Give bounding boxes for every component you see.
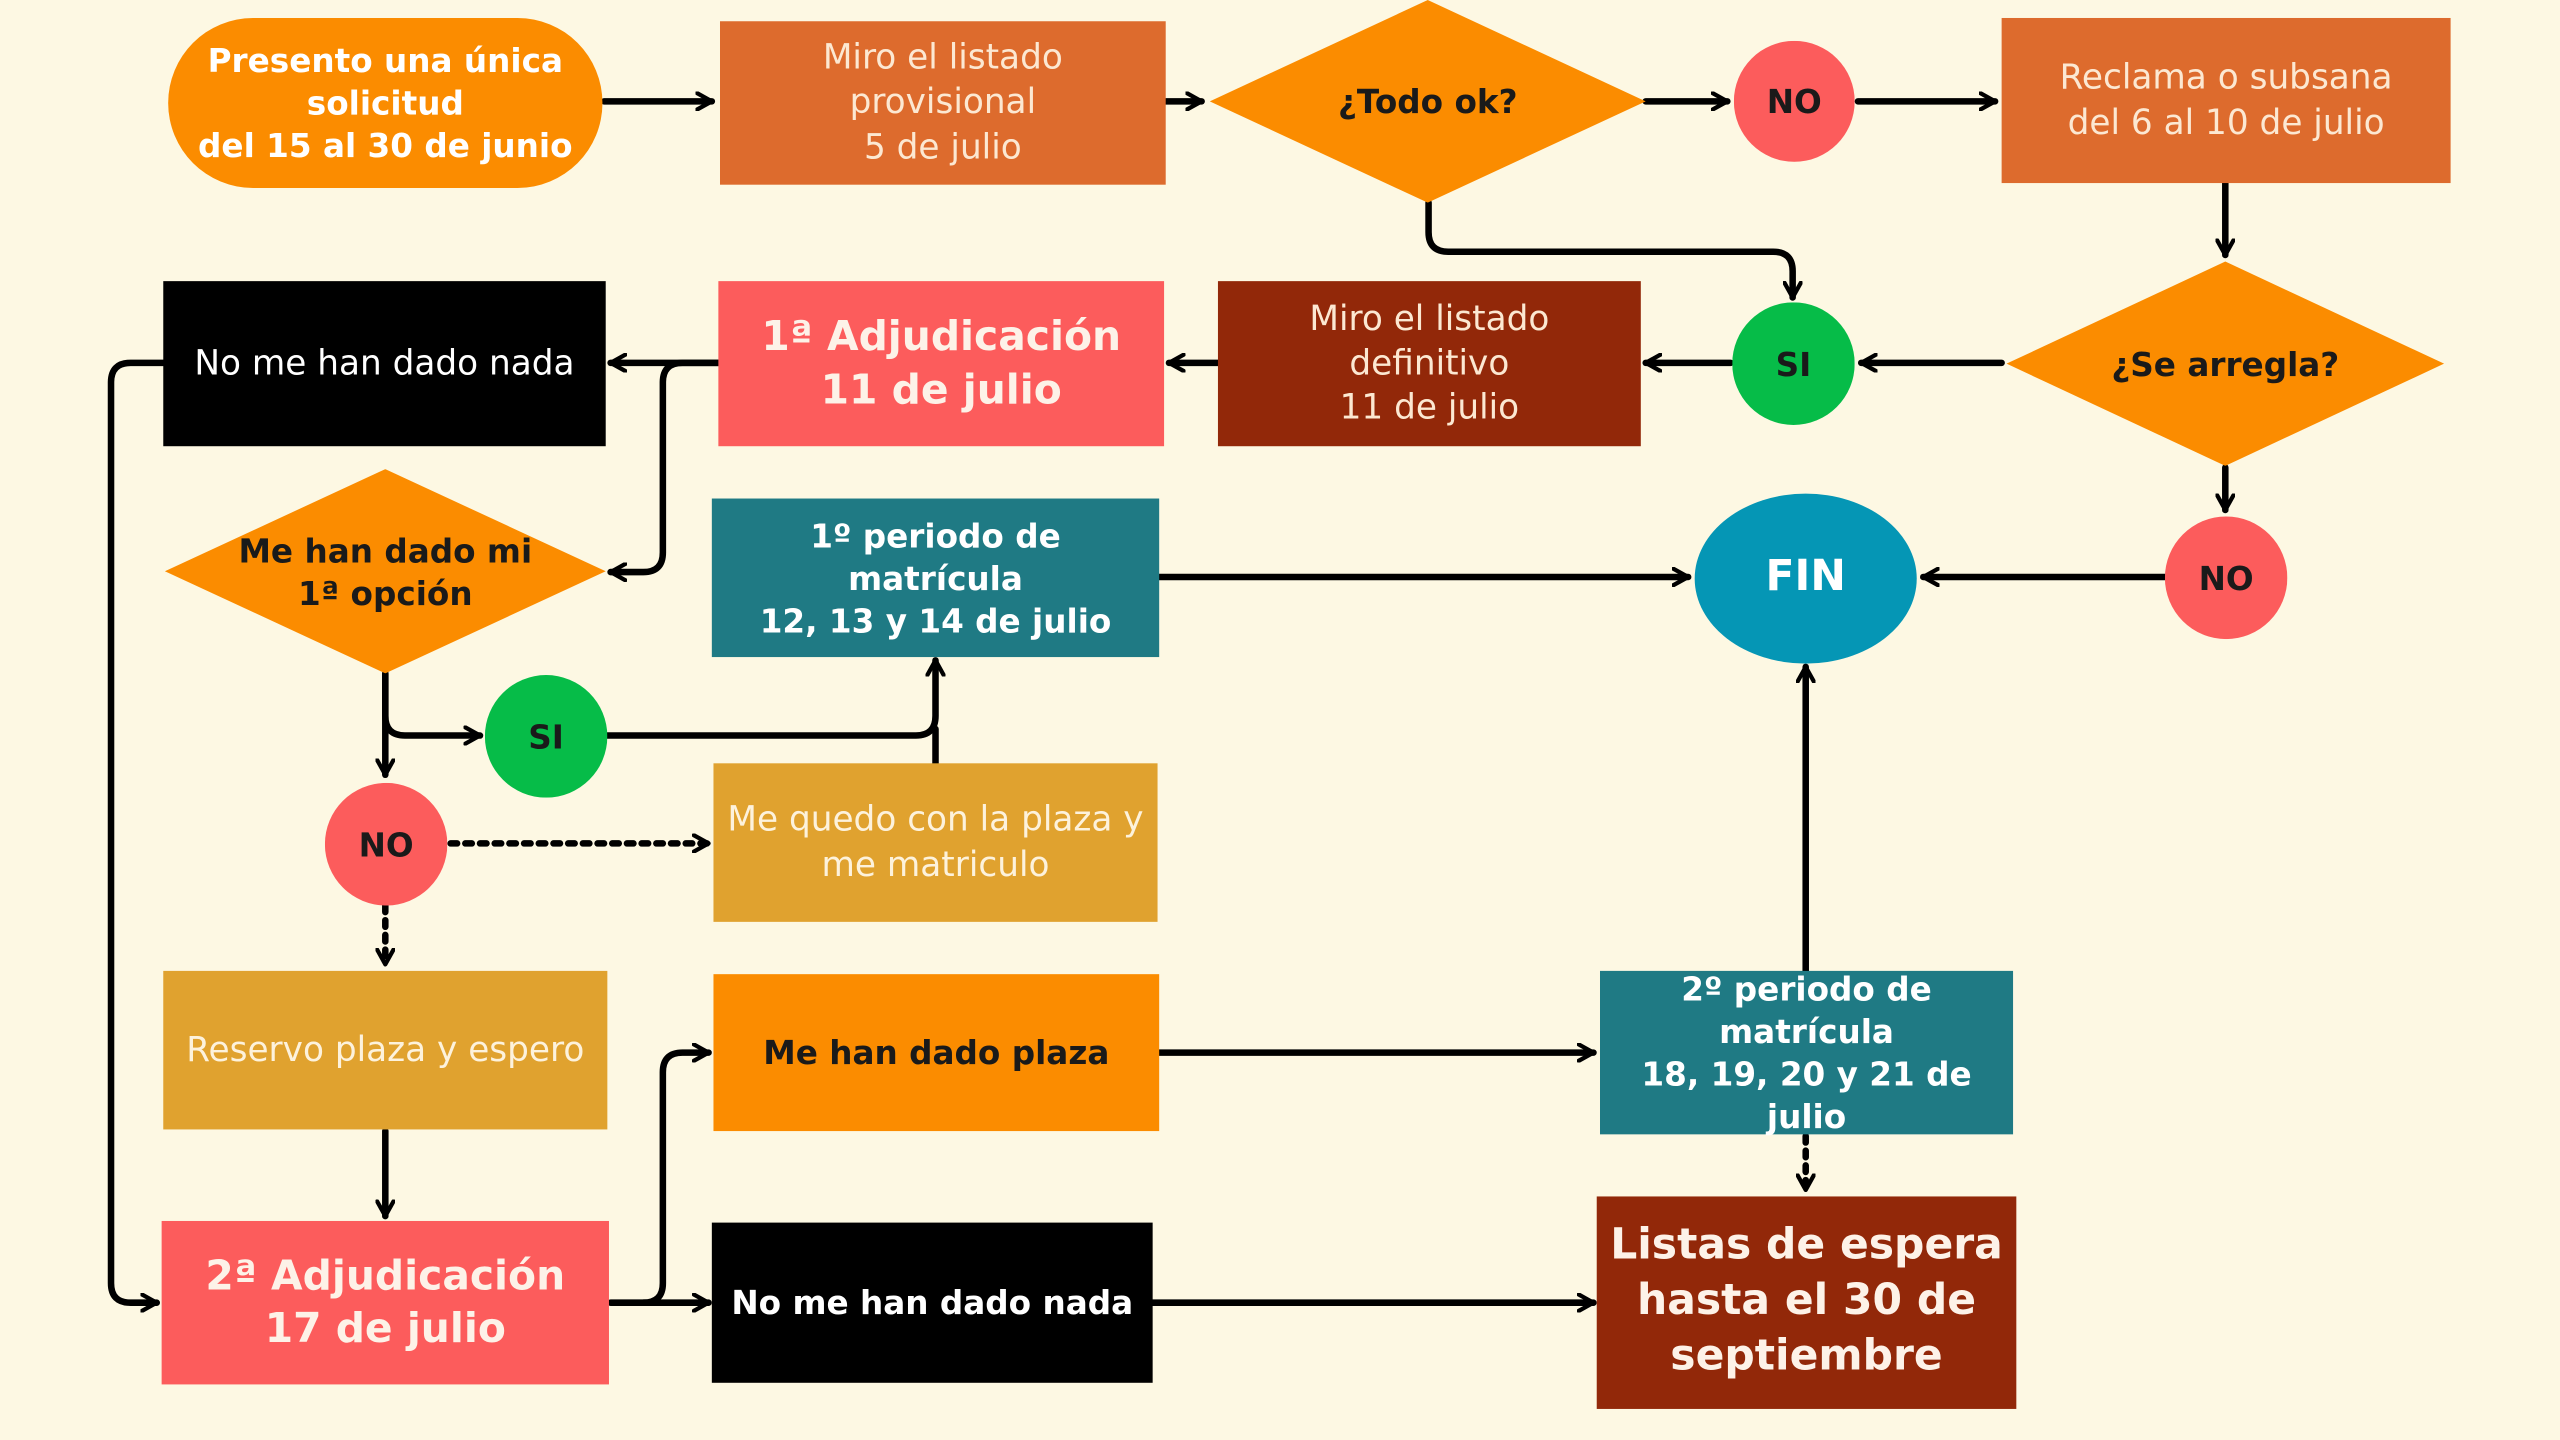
fin-node: FIN (1694, 493, 1917, 664)
adjudicacion-2-node: 2ª Adjudicación 17 de julio (161, 1220, 609, 1385)
todo-ok-label: ¿Todo ok? (1337, 81, 1518, 121)
no-me-han-dado-nada-1: No me han dado nada (163, 281, 606, 447)
se-arregla-label: ¿Se arregla? (2111, 344, 2340, 384)
provisional-list-label: Miro el listado provisional 5 de julio (822, 37, 1063, 167)
se-arregla-si-label: SI (1775, 344, 1812, 384)
primera-opcion-decision: Me han dado mi 1ª opción (164, 469, 606, 674)
periodo-matricula-2-node: 2º periodo de matrícula 18, 19, 20 y 21 … (1599, 969, 2014, 1136)
nada2-label: No me han dado nada (731, 1283, 1134, 1323)
plaza-label: Me han dado plaza (763, 1033, 1110, 1073)
arrow-adjudicacion2-plaza (639, 1053, 712, 1306)
arrow-adjudicacion1-opcion (607, 359, 722, 572)
arrow-nada-adjudicacion2 (107, 359, 167, 1303)
adjudicacion2-label: 2ª Adjudicación 17 de julio (205, 1251, 566, 1352)
periodo1-label: 1º periodo de matrícula 12, 13 y 14 de j… (759, 515, 1112, 640)
todo-ok-no-circle: NO (1733, 40, 1855, 162)
nada1-label: No me han dado nada (194, 342, 575, 383)
opcion-no-circle: NO (324, 782, 448, 906)
adjudicacion-1-node: 1ª Adjudicación 11 de julio (718, 281, 1165, 447)
diamond-shape (2006, 261, 2445, 466)
periodo-matricula-1-node: 1º periodo de matrícula 12, 13 y 14 de j… (711, 498, 1160, 658)
listas-espera-node: Listas de espera hasta el 30 de septiemb… (1596, 1196, 2017, 1409)
periodo2-label: 2º periodo de matrícula 18, 19, 20 y 21 … (1641, 969, 1972, 1136)
arrow-opcion-si (382, 670, 484, 735)
circle-shape (1732, 302, 1855, 425)
reservo-label: Reservo plaza y espero (186, 1029, 585, 1069)
arrow-todo-ok-si (1425, 199, 1793, 301)
arrow-si-periodo1 (604, 657, 935, 739)
se-arregla-no-circle: NO (2164, 516, 2288, 640)
provisional-list-node: Miro el listado provisional 5 de julio (719, 21, 1166, 185)
adjudicacion1-label: 1ª Adjudicación 11 de julio (761, 312, 1122, 413)
opcion-si-label: SI (528, 716, 564, 756)
se-arregla-no-label: NO (2198, 558, 2254, 598)
circle-shape (484, 675, 608, 798)
circle-shape (2164, 516, 2288, 640)
circle-shape (1733, 40, 1855, 162)
opcion-no-label: NO (358, 824, 414, 864)
diamond-shape (164, 469, 606, 674)
se-arregla-si-circle: SI (1732, 302, 1855, 425)
diamond-shape (1209, 0, 1646, 203)
todo-ok-decision: ¿Todo ok? (1209, 0, 1646, 203)
se-arregla-decision: ¿Se arregla? (2006, 261, 2445, 466)
me-han-dado-plaza-node: Me han dado plaza (713, 974, 1160, 1132)
definitive-list-node: Miro el listado definitivo 11 de julio (1217, 281, 1641, 447)
todo-ok-no-label: NO (1766, 81, 1822, 121)
listas-label: Listas de espera hasta el 30 de septiemb… (1610, 1221, 2003, 1381)
reclama-node: Reclama o subsana del 6 al 10 de julio (2001, 17, 2451, 184)
me-quedo-node: Me quedo con la plaza y me matriculo (713, 763, 1158, 922)
me-quedo-label: Me quedo con la plaza y me matriculo (727, 799, 1144, 884)
primera-opcion-label: Me han dado mi 1ª opción (238, 530, 533, 613)
no-me-han-dado-nada-2: No me han dado nada (711, 1222, 1153, 1383)
start-node: Presento una única solicitud del 15 al 3… (168, 17, 603, 188)
reclama-label: Reclama o subsana del 6 al 10 de julio (2059, 57, 2393, 142)
definitive-list-label: Miro el listado definitivo 11 de julio (1309, 298, 1550, 427)
fin-label: FIN (1765, 552, 1846, 602)
opcion-si-circle: SI (484, 675, 608, 798)
start-node-label: Presento una única solicitud del 15 al 3… (198, 40, 573, 166)
reservo-node: Reservo plaza y espero (163, 970, 608, 1130)
circle-shape (324, 782, 448, 906)
